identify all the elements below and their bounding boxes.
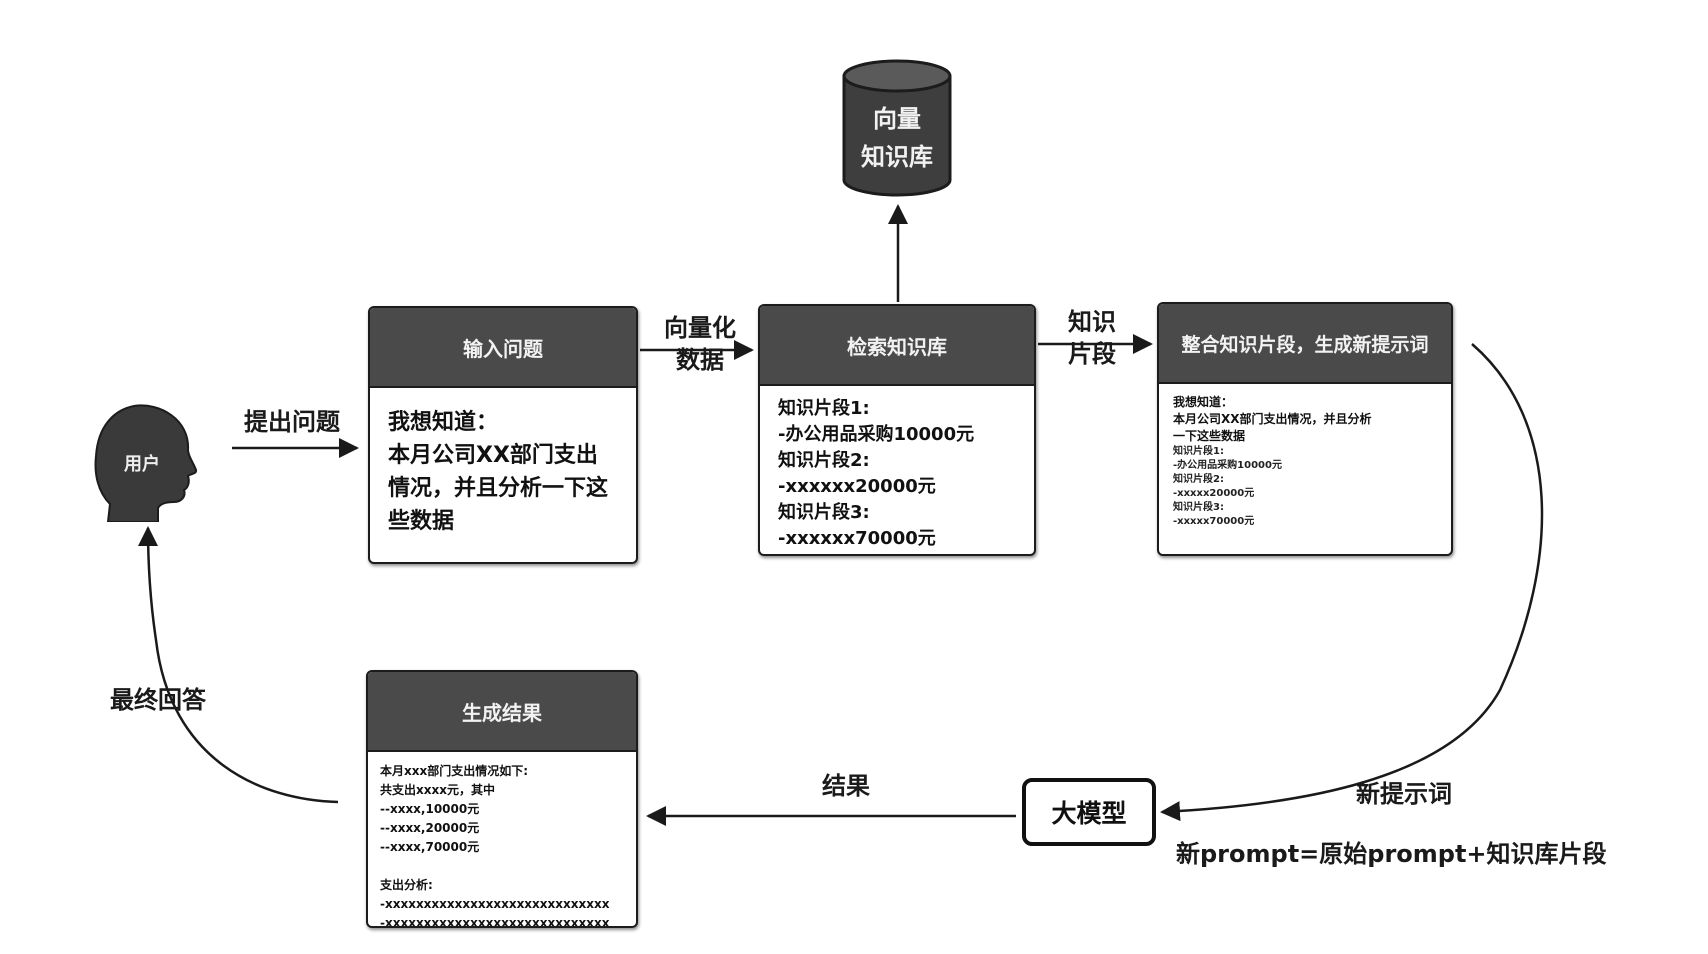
combine-card-line: -xxxxx20000元 [1173,488,1255,499]
combine-card-line: 知识片段3: [1173,502,1224,513]
generate-result-card: 生成结果 本月xxx部门支出情况如下: 共支出xxxx元，其中 --xxxx,1… [366,670,638,928]
result-card-line: -xxxxxxxxxxxxxxxxxxxxxxxxxxxxx [380,897,610,911]
result-card-body: 本月xxx部门支出情况如下: 共支出xxxx元，其中 --xxxx,10000元… [368,752,636,928]
input-card-line: 些数据 [388,509,455,534]
combine-card-line: 知识片段1: [1173,446,1224,457]
input-card-line: 情况，并且分析一下这 [388,476,609,501]
label-vectorize-line1: 向量化 [664,314,736,342]
retrieve-card-title: 检索知识库 [760,306,1034,386]
result-card-line [380,857,624,876]
result-card-title: 生成结果 [368,672,636,752]
label-new-prompt: 新提示词 [1356,780,1452,808]
combine-card-line: -xxxxx70000元 [1173,516,1255,527]
retrieve-card-line: 知识片段2: [778,450,870,471]
result-card-line: 本月xxx部门支出情况如下: [380,764,529,778]
combine-card-title: 整合知识片段，生成新提示词 [1159,304,1451,384]
label-ask-question: 提出问题 [244,408,340,436]
label-fragments: 知识 片段 [1068,306,1116,370]
retrieve-card-line: -xxxxxx70000元 [778,528,936,549]
combine-card-line: 我想知道： [1173,395,1234,409]
combine-card-line: 一下这些数据 [1173,429,1246,443]
result-card-line: --xxxx,10000元 [380,802,480,816]
retrieve-card-line: 知识片段3: [778,502,870,523]
combine-card-line: 知识片段2: [1173,474,1224,485]
combine-card-line: 本月公司XX部门支出情况，并且分析 [1173,412,1372,426]
input-card-title: 输入问题 [370,308,636,388]
vector-knowledge-base: 向量 知识库 [840,58,954,198]
retrieve-knowledge-card: 检索知识库 知识片段1: -办公用品采购10000元 知识片段2: -xxxxx… [758,304,1036,556]
user-head-icon [94,404,198,522]
combine-card-line: -办公用品采购10000元 [1173,460,1282,471]
input-card-line: 本月公司XX部门支出 [388,443,598,468]
database-cylinder-icon [842,59,952,197]
input-card-line: 我想知道： [388,410,499,435]
vector-db-line2: 知识库 [861,143,933,171]
retrieve-card-line: -xxxxxx20000元 [778,476,936,497]
result-card-line: -xxxxxxxxxxxxxxxxxxxxxxxxxxxxx [380,916,610,928]
input-question-card: 输入问题 我想知道： 本月公司XX部门支出 情况，并且分析一下这 些数据 [368,306,638,564]
label-fragments-line2: 片段 [1068,340,1116,368]
retrieve-card-line: 知识片段1: [778,398,870,419]
retrieve-card-body: 知识片段1: -办公用品采购10000元 知识片段2: -xxxxxx20000… [760,386,1034,554]
label-formula: 新prompt=原始prompt+知识库片段 [1176,840,1607,868]
user-label: 用户 [124,454,160,475]
llm-node: 大模型 [1022,778,1156,846]
result-card-line: --xxxx,70000元 [380,840,480,854]
combine-card-body: 我想知道： 本月公司XX部门支出情况，并且分析 一下这些数据 知识片段1: -办… [1159,384,1451,539]
result-card-line: 支出分析: [380,878,433,892]
result-card-line: 共支出xxxx元，其中 [380,783,495,797]
vector-db-label: 向量 知识库 [840,100,954,176]
vector-db-line1: 向量 [873,105,921,133]
label-result: 结果 [822,772,870,800]
input-card-body: 我想知道： 本月公司XX部门支出 情况，并且分析一下这 些数据 [370,388,636,552]
label-vectorize: 向量化 数据 [664,312,736,376]
label-fragments-line1: 知识 [1068,308,1116,336]
result-card-line: --xxxx,20000元 [380,821,480,835]
retrieve-card-line: -办公用品采购10000元 [778,424,975,445]
arrow-combine-to-llm [1160,343,1544,822]
label-final-answer: 最终回答 [110,686,206,714]
label-vectorize-line2: 数据 [676,346,724,374]
combine-prompt-card: 整合知识片段，生成新提示词 我想知道： 本月公司XX部门支出情况，并且分析 一下… [1157,302,1453,556]
arrow-result-to-user [138,526,339,804]
